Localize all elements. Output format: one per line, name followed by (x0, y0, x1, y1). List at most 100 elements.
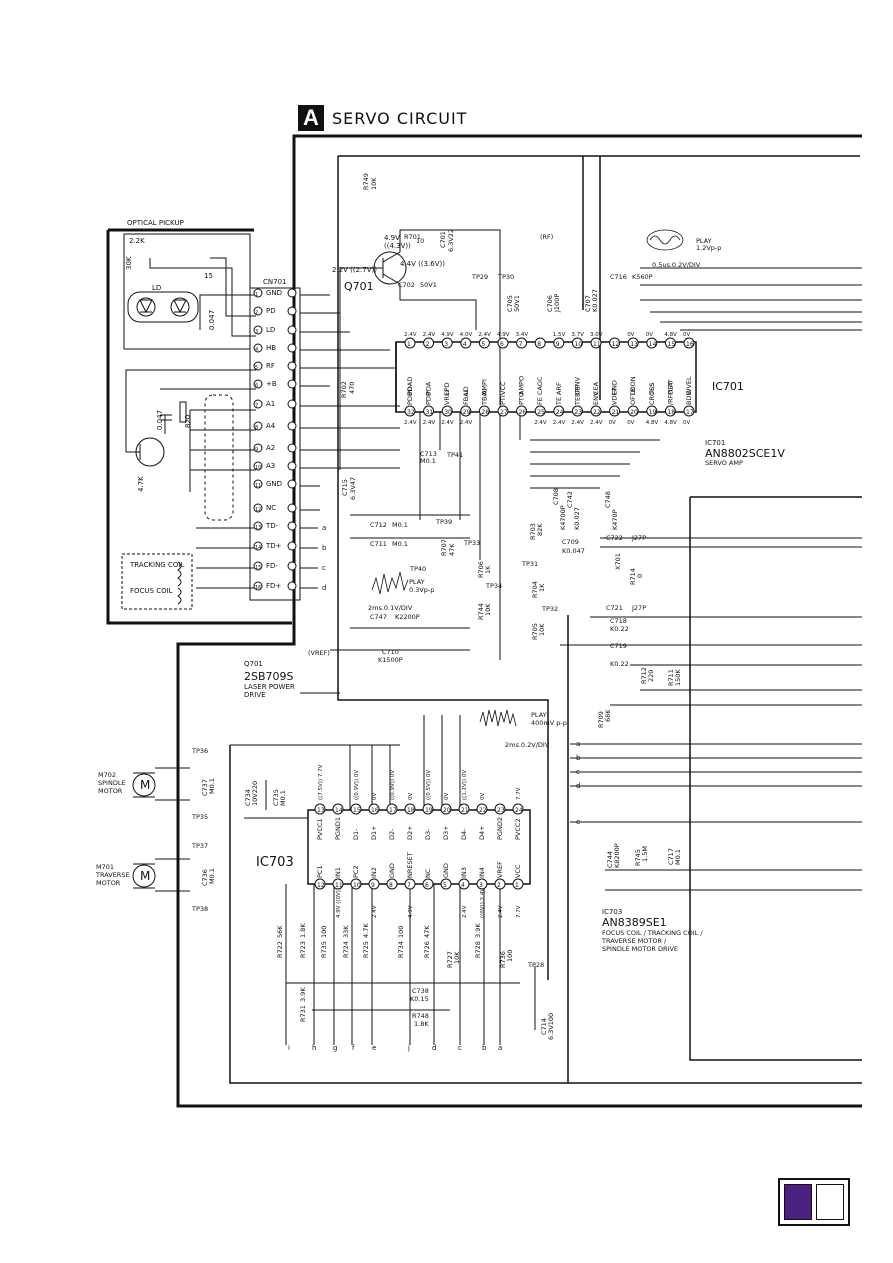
ic703-pin-name: D4- (460, 828, 468, 840)
ic703-pin-number: 15 (353, 807, 361, 814)
c719-value: K0.22 (610, 660, 629, 668)
q701-ref-label: Q701 (344, 280, 374, 293)
ic703-pin-voltage: 4.9V (408, 905, 414, 918)
ic701-pin-voltage: 2.4V (590, 420, 603, 426)
r726-value: 47K (423, 925, 431, 938)
page-tab-next[interactable] (816, 1184, 844, 1220)
ic703-pin-voltage: 2.4V (372, 905, 378, 918)
play2-label: PLAY (409, 578, 425, 586)
ic703-pin-number: 4 (461, 882, 465, 889)
ic703-pin-circle (458, 803, 470, 815)
ic701-labels: IC701 IC701 AN8802SCE1V SERVO AMP (705, 380, 785, 467)
play1-timebase: 0.5us.0.2V/DIV (652, 261, 701, 269)
r702-value: 470 (348, 382, 356, 394)
c707-value: K0.027 (591, 289, 599, 312)
r703-value: 82K (536, 523, 544, 536)
c747-label: C747 (370, 613, 387, 621)
vref-label: (VREF) (308, 649, 330, 657)
tp41-label: TP41 (446, 451, 463, 459)
cn701-pin-number: 6 (255, 383, 258, 389)
ic703-pin-name: D2+ (406, 825, 414, 840)
ic703-pin-number: 24 (515, 807, 523, 814)
ic703-pin-name: IN3 (460, 867, 468, 878)
ic701-pin-name: PLAY (666, 379, 674, 395)
r704-value: 1K (538, 583, 546, 592)
ic701-pin-name: PDB (425, 392, 433, 405)
ic701-pin-number: 7 (519, 341, 523, 348)
ic703-pin-voltage: ((0.9V)) 0V (390, 770, 396, 800)
r705-value: 10K (538, 623, 546, 636)
ic703-body (307, 809, 531, 885)
ic703-pin-number: 11 (335, 882, 343, 889)
ic701-pin-number: 18 (667, 409, 675, 416)
ic701-pin-number: 24 (556, 409, 564, 416)
ic703-pin-voltage: 7.7V (516, 787, 522, 800)
ic701-pin-voltage: 0V (646, 332, 653, 338)
ic701-pin-name: AMPO (518, 376, 526, 395)
ic701-pin-number: 23 (574, 409, 582, 416)
cn701-pin-circle (253, 325, 263, 335)
r722-label: R722 (276, 941, 284, 958)
r704-label: R704 (531, 581, 539, 598)
r744-label: R744 (477, 603, 485, 620)
ic701-pin-circle (441, 337, 453, 349)
ic703-pin-circle (332, 878, 344, 890)
r736-value: 100 (506, 950, 514, 962)
ic701-pin-name: PDAD (406, 377, 414, 395)
c706-label: C706 (546, 295, 554, 312)
r705-label: R705 (531, 623, 539, 640)
ic703-pin-circle (494, 878, 506, 890)
ic701-pin-number: 12 (612, 341, 620, 348)
c747-value: K2200P (395, 613, 420, 621)
ic703-desc1: FOCUS COIL / TRACKING COIL / (602, 929, 703, 937)
ic701-pin-voltage: 2.4V (553, 420, 566, 426)
cn701-pin-circle (287, 399, 297, 409)
c713-value: M0.1 (420, 457, 436, 465)
ic703-pin-number: 17 (389, 807, 397, 814)
r711-value: 150K (674, 669, 682, 686)
ic701-pin-circle (683, 405, 695, 417)
c707-label: C707 (584, 295, 592, 312)
c-0047-label: 0.047 (208, 310, 216, 330)
ic703-pin-circle (332, 803, 344, 815)
ic701-pin-number: 31 (426, 409, 434, 416)
ic703-pin-number: 3 (479, 882, 483, 889)
ic703-pin-circle (386, 803, 398, 815)
c719-label: C719 (610, 642, 627, 650)
ic701-pin-name: CEA (592, 381, 600, 395)
ic701-pin-voltage: 4.9V (441, 332, 454, 338)
ic703-pin-voltage: 0V (372, 793, 378, 800)
c742-label: C742 (566, 491, 574, 508)
c710-value: K1500P (378, 656, 403, 664)
component-labels: R749 10K R701 10 C701 6.3V22 C702 50V1 R… (308, 173, 721, 868)
ic703-pin-circle (422, 803, 434, 815)
c721-label: C721 (606, 604, 623, 612)
play1-value: 1.2Vp-p (696, 244, 721, 252)
ic703-pin-name: D1+ (370, 825, 378, 840)
tp29-label: TP29 (471, 273, 488, 281)
r722-value: 56K (276, 925, 284, 938)
ic701-pin-number: 28 (481, 409, 489, 416)
ic701-pin-number: 10 (574, 341, 582, 348)
ic703-pin-circle (494, 803, 506, 815)
page-tab-prev[interactable] (784, 1184, 812, 1220)
cn701-pin-number: 4 (255, 347, 258, 353)
right-net-letter: a (576, 740, 580, 748)
cn701-pin-number: 12 (255, 507, 261, 513)
ic703-pin-name: IN1 (334, 867, 342, 878)
ic701-ref-small: IC701 (705, 439, 725, 447)
ic701-pin-number: 2 (426, 341, 430, 348)
ic701-pin-name: PDA (425, 381, 433, 395)
c714-label: C714 (540, 1018, 548, 1035)
ic701-pin-number: 8 (537, 341, 541, 348)
ic703-pin-voltage: 2.4V (498, 905, 504, 918)
cn701-net-letter: d (322, 584, 326, 592)
ic701-pin-name: VDET (611, 387, 619, 405)
ic701-pin-circle (683, 337, 695, 349)
cn701-pin-label: A1 (266, 400, 275, 408)
ic703-pin-voltage: ((0V)) 2.4V (480, 888, 486, 918)
cn701-pin-label: A3 (266, 462, 275, 470)
ic703-pin-name: VREF (496, 861, 504, 878)
q701-desc1: LASER POWER (244, 683, 295, 691)
